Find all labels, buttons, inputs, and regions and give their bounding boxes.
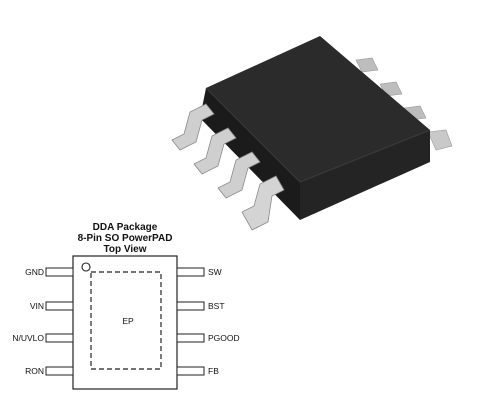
package-outline <box>72 255 178 390</box>
pin-4-lead <box>45 366 74 376</box>
package-title-line-2: 8-Pin SO PowerPAD <box>77 233 173 244</box>
pin-label-gnd: GND <box>25 267 44 277</box>
pin-2-lead <box>45 301 74 311</box>
pin-label-sw: SW <box>208 267 222 277</box>
exposed-pad-label: EP <box>122 316 134 326</box>
pin1-marker-icon <box>81 262 91 272</box>
pin-label-ron: RON <box>25 366 44 376</box>
pin-label-bst: BST <box>208 301 225 311</box>
pin-8-lead <box>176 267 205 277</box>
front-leads <box>171 103 285 231</box>
package-title-line-3: Top View <box>103 244 147 255</box>
pin-7-lead <box>176 301 205 311</box>
exposed-pad-outline <box>90 271 162 370</box>
pin-label-vin: VIN <box>29 301 44 311</box>
pin-label-fb: FB <box>208 366 219 376</box>
pin-1-lead <box>45 267 74 277</box>
pin-label-nuvlo: N/UVLO <box>12 333 44 343</box>
package-title-line-1: DDA Package <box>92 222 158 233</box>
pin-6-lead <box>176 333 205 343</box>
pin-label-pgood: PGOOD <box>208 333 240 343</box>
pin-5-lead <box>176 366 205 376</box>
pin-3-lead <box>45 333 74 343</box>
